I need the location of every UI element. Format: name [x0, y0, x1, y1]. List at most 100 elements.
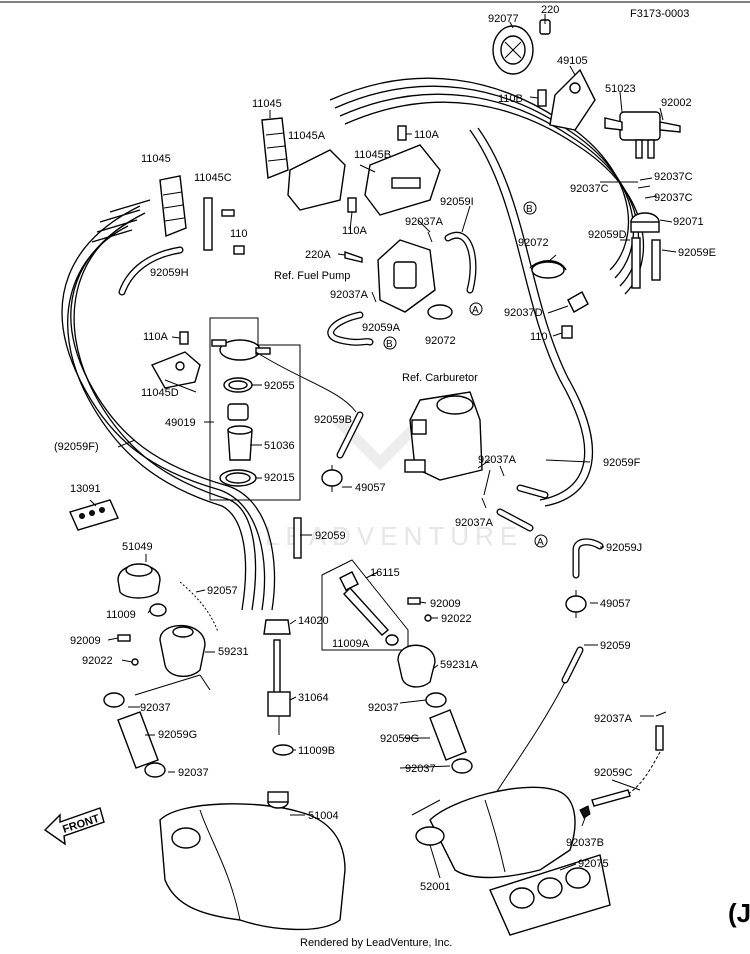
callout-a-1: A: [469, 302, 483, 316]
label-49057-lower: 49057: [600, 598, 631, 610]
label-ref-carburetor: Ref. Carburetor: [402, 372, 478, 384]
label-92037b: 92037B: [566, 837, 604, 849]
part-11045-clamp-left: [159, 175, 187, 237]
label-11045a: 11045A: [288, 130, 326, 142]
part-92059d-e-hoses: [631, 237, 661, 289]
part-16115-strainer: [339, 571, 390, 636]
part-11045c-strap: [203, 197, 213, 251]
part-11009-gasket: [149, 603, 167, 617]
label-11045b: 11045B: [354, 149, 391, 161]
label-92059i: 92059I: [440, 196, 474, 208]
svg-text:A: A: [537, 537, 544, 548]
part-92059c-hose: [591, 725, 664, 807]
part-92072-clamp-center: [427, 304, 453, 320]
label-92015: 92015: [264, 472, 295, 484]
label-92037-right-upper: 92037: [368, 702, 399, 714]
part-49019-filter-head: [211, 339, 271, 361]
label-92059f-right: 92059F: [603, 457, 641, 469]
label-16115: 16115: [370, 567, 400, 579]
part-labels: 92077 220 49105 51023 110B 92002 11045 1…: [54, 4, 716, 893]
part-92059g-hose-left: [117, 711, 159, 769]
label-52001: 52001: [420, 881, 451, 893]
label-92002: 92002: [661, 97, 692, 109]
label-92059j: 92059J: [606, 542, 642, 554]
label-51049: 51049: [122, 541, 153, 553]
label-92075: 92075: [578, 858, 609, 870]
label-92037-right-lower: 92037: [405, 763, 436, 775]
part-51036-bowl: [227, 425, 253, 461]
label-110a-left: 110A: [143, 331, 169, 343]
diagram-code: F3173-0003: [630, 8, 689, 20]
label-110a-mid: 110A: [342, 225, 368, 237]
label-92022-left: 92022: [82, 655, 113, 667]
part-52001-tank: [415, 786, 576, 879]
part-49057-filter-lower: [565, 590, 587, 618]
part-92059i-hose: [444, 231, 477, 294]
footer-credit: Rendered by LeadVenture, Inc.: [300, 937, 452, 949]
svg-text:A: A: [472, 305, 479, 316]
part-92015-nut: [219, 469, 257, 487]
part-92037a-clips-carb: [481, 465, 505, 509]
part-92059a-hose: [327, 311, 374, 346]
part-11045a-bracket: [287, 149, 346, 211]
part-spring: [227, 403, 249, 421]
part-31064-sender: [267, 639, 291, 735]
label-92055: 92055: [264, 380, 295, 392]
part-92059b-hose: [336, 411, 364, 459]
label-92059h: 92059H: [150, 267, 189, 279]
label-11045c: 11045C: [194, 172, 232, 184]
callout-a-2: A: [534, 534, 548, 548]
part-92071-cap: [630, 212, 660, 233]
part-51004-fuel-tank: [159, 791, 346, 931]
label-92057: 92057: [207, 585, 238, 597]
edge-glyph: (J: [728, 898, 750, 928]
part-110-bolt-right: [561, 325, 573, 339]
front-direction-arrow: FRONT: [43, 807, 105, 846]
part-51023-valve: [604, 111, 661, 159]
part-92075-pad: [489, 854, 611, 936]
label-92059d: 92059D: [588, 229, 627, 241]
label-92009-left: 92009: [70, 635, 101, 647]
label-92037a-pump: 92037A: [330, 289, 369, 301]
part-49105-bracket: [549, 68, 596, 131]
part-92059g-hose-right: [429, 709, 467, 761]
label-92037a-top: 92037A: [405, 216, 444, 228]
part-carburetor-ref: [404, 391, 483, 481]
label-92037-left-lower: 92037: [178, 767, 209, 779]
part-carb-hose-short: [496, 484, 549, 532]
label-92059f-left: (92059F): [54, 441, 99, 453]
label-31064: 31064: [298, 692, 329, 704]
part-92057-chain: [179, 581, 219, 633]
part-92037d-clamp: [567, 291, 589, 313]
part-220a-screw: [344, 251, 363, 263]
hose-92059f-right: [329, 77, 645, 507]
part-92059-hose-right: [484, 646, 584, 811]
label-92037-left-upper: 92037: [140, 702, 171, 714]
label-110-right: 110: [530, 331, 548, 343]
part-110b-bolt: [537, 89, 547, 107]
label-92072-center: 92072: [425, 335, 456, 347]
part-92009-screw-right: [407, 597, 421, 605]
part-59231-filler-neck: [159, 624, 206, 677]
part-92002-bolt: [659, 121, 681, 133]
label-92059c: 92059C: [594, 767, 633, 779]
part-92077-cap: [492, 25, 534, 75]
part-92037-clamp-right-upper: [425, 692, 447, 708]
part-110a-bolt-mid: [347, 197, 357, 213]
part-fuel-pump-ref: [377, 239, 436, 313]
part-59231a-filler-neck: [397, 644, 436, 688]
label-220a: 220A: [305, 249, 331, 261]
part-92022-washer-left: [131, 658, 139, 666]
label-49019: 49019: [165, 417, 196, 429]
label-92059g-right: 92059G: [380, 733, 419, 745]
part-51049-fuel-cap: [117, 563, 161, 599]
label-220: 220: [541, 4, 559, 16]
label-92071: 92071: [673, 216, 704, 228]
part-92022-washer-right: [424, 614, 432, 622]
label-92037a-carb: 92037A: [478, 454, 517, 466]
label-11045-b: 11045: [141, 153, 171, 165]
part-92037c-clips: [637, 177, 658, 199]
label-92009-right: 92009: [430, 598, 461, 610]
part-92059j-hose: [572, 538, 604, 579]
